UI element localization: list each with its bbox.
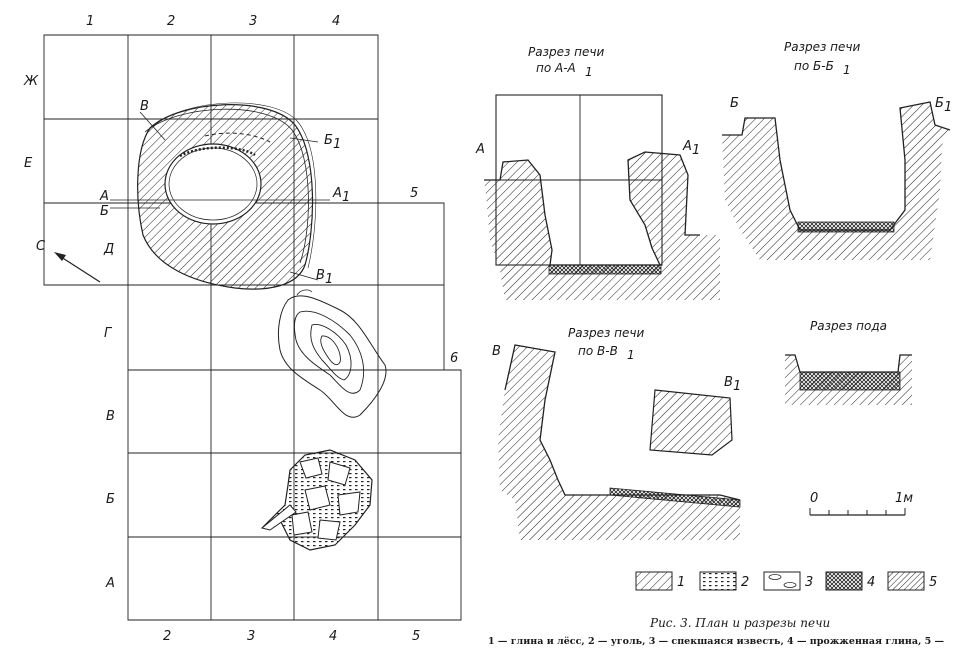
col-label: 2 bbox=[163, 629, 171, 644]
sub: 1 bbox=[342, 190, 350, 205]
row-label: Г bbox=[104, 326, 113, 341]
sub: 1 bbox=[944, 100, 952, 115]
row-label: А bbox=[105, 576, 115, 591]
section-marker-a1: А bbox=[332, 186, 342, 201]
col-label: 4 bbox=[329, 629, 337, 644]
legend-label: 5 bbox=[929, 575, 937, 590]
kiln-plan bbox=[137, 102, 317, 290]
section-vv: Разрез печи по В-В 1 В В 1 bbox=[492, 326, 741, 540]
section-marker-b1: Б bbox=[324, 133, 333, 148]
sub: 1 bbox=[733, 379, 741, 394]
section-bb: Разрез печи по Б-Б 1 Б Б 1 bbox=[722, 40, 952, 260]
col-label: 6 bbox=[450, 351, 458, 366]
section-left-label: В bbox=[492, 344, 501, 359]
row-label: В bbox=[106, 409, 115, 424]
north-arrow: С bbox=[36, 239, 101, 283]
row-label: Д bbox=[103, 242, 114, 257]
col-label: 4 bbox=[332, 14, 340, 29]
legend: 1 2 3 4 5 bbox=[635, 571, 937, 591]
caption: Рис. 3. План и разрезы печи 1 — глина и … bbox=[488, 616, 944, 647]
section-marker-v1: В bbox=[316, 268, 325, 283]
sub: 1 bbox=[325, 272, 333, 287]
col-label: 3 bbox=[249, 14, 257, 29]
scale-zero: 0 bbox=[810, 491, 818, 506]
caption-title: Рис. 3. План и разрезы печи bbox=[649, 616, 830, 630]
legend-label: 3 bbox=[805, 575, 813, 590]
col-label: 5 bbox=[410, 186, 418, 201]
row-label: Е bbox=[24, 156, 33, 171]
col-label: 3 bbox=[247, 629, 255, 644]
section-right-label: Б bbox=[935, 96, 944, 111]
section-right-label: В bbox=[724, 375, 733, 390]
section-title: Разрез печи bbox=[528, 45, 604, 59]
section-aa: Разрез печи по А-А 1 А А 1 bbox=[475, 45, 720, 300]
legend-label: 2 bbox=[741, 575, 749, 590]
legend-label: 4 bbox=[867, 575, 875, 590]
sub: 1 bbox=[585, 65, 593, 79]
column-labels-top: 1 2 3 4 5 6 bbox=[86, 14, 458, 366]
section-marker-v: В bbox=[140, 99, 149, 114]
legend-label: 1 bbox=[677, 575, 685, 590]
section-pod: Разрез пода bbox=[785, 319, 912, 405]
row-labels: Ж Е Д Г В Б А bbox=[23, 74, 115, 591]
row-label: Ж bbox=[23, 74, 39, 89]
contour-area bbox=[277, 289, 387, 418]
col-label: 2 bbox=[167, 14, 175, 29]
stone-cluster bbox=[260, 449, 373, 551]
section-title: Разрез печи bbox=[568, 326, 644, 340]
caption-text: 1 — глина и лёсс, 2 — уголь, 3 — спекшая… bbox=[488, 636, 944, 647]
scale-one: 1м bbox=[895, 491, 913, 506]
scale-bar: 0 1м bbox=[809, 491, 913, 516]
section-title: Разрез печи bbox=[784, 40, 860, 54]
section-left-label: А bbox=[475, 142, 485, 157]
north-label: С bbox=[36, 239, 46, 254]
section-lines bbox=[110, 111, 330, 281]
sub: 1 bbox=[843, 63, 851, 77]
section-left-label: Б bbox=[730, 96, 739, 111]
section-title: по В-В bbox=[578, 344, 618, 358]
section-markers: В Б 1 А Б А 1 В 1 bbox=[99, 99, 350, 287]
sub: 1 bbox=[333, 137, 341, 152]
section-title: Разрез пода bbox=[810, 319, 887, 333]
section-title: по Б-Б bbox=[794, 59, 834, 73]
row-label: Б bbox=[106, 492, 115, 507]
column-labels-bottom: 2 3 4 5 bbox=[163, 629, 420, 644]
sub: 1 bbox=[627, 348, 635, 362]
section-title: по А-А bbox=[536, 61, 576, 75]
section-marker-a: А bbox=[99, 189, 109, 204]
col-label: 5 bbox=[412, 629, 420, 644]
sub: 1 bbox=[692, 143, 700, 158]
section-marker-b: Б bbox=[100, 204, 109, 219]
section-right-label: А bbox=[682, 139, 692, 154]
col-label: 1 bbox=[86, 14, 94, 29]
